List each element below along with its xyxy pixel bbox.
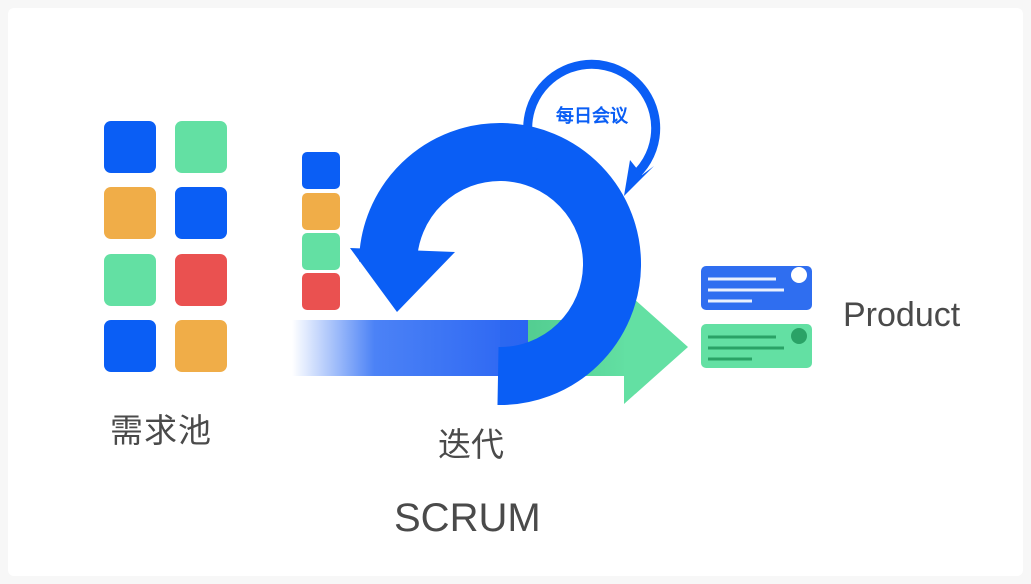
sprint-item: [302, 233, 340, 270]
daily-cycle-icon: [523, 59, 661, 196]
backlog-item: [104, 187, 156, 239]
sprint-loop-icon: [350, 123, 641, 406]
backlog-label: 需求池: [110, 411, 212, 450]
sprint-item: [302, 152, 340, 189]
product-card-green: [701, 324, 812, 368]
backlog-item: [175, 121, 227, 173]
daily-meeting-label: 每日会议: [556, 105, 629, 127]
product-card-blue: [701, 266, 812, 310]
sprint-item: [302, 273, 340, 310]
backlog-item: [175, 320, 227, 372]
backlog-item: [104, 254, 156, 306]
backlog-item: [175, 254, 227, 306]
iteration-label: 迭代: [438, 425, 504, 464]
scrum-label: SCRUM: [394, 496, 541, 540]
backlog-item: [104, 121, 156, 173]
product-label: Product: [843, 296, 961, 334]
backlog-item: [175, 187, 227, 239]
iteration-bar: [292, 320, 528, 376]
backlog-item: [104, 320, 156, 372]
sprint-item: [302, 193, 340, 230]
